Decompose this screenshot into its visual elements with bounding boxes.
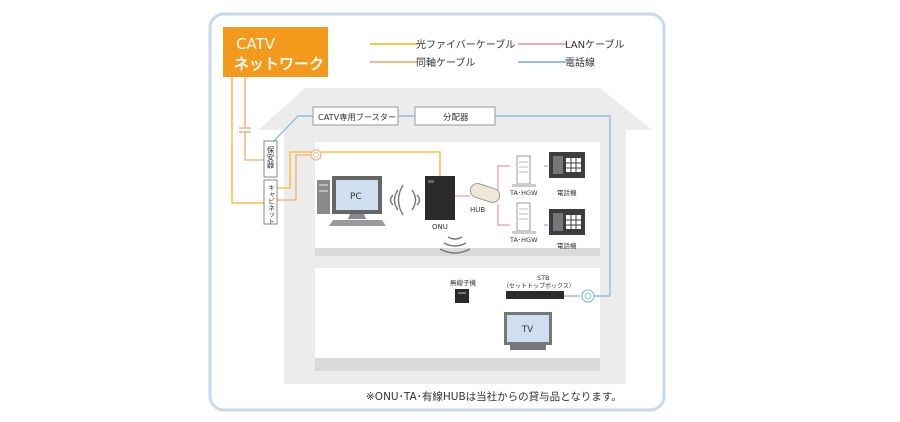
wireless-handset: 無線子機 [450,278,477,303]
legend-phone: 電話線 [565,56,595,69]
legend: 光ファイバーケーブル 同軸ケーブル LANケーブル 電話線 [370,38,625,69]
cabinet-label: キャビネット [267,184,275,225]
protector: 保安器 [263,140,278,178]
booster: CATV専用ブースター [312,106,399,126]
telephone-2: 電話機 [549,209,585,250]
tahgw-1: TA･HGW [509,155,538,197]
tv: TV [504,312,552,350]
cabinet: キャビネット [263,179,278,225]
telephone-1: 電話機 [549,152,585,197]
fiber-cables [231,77,441,204]
phone-2-label: 電話機 [557,241,577,250]
coax-outlet-lower [581,289,595,303]
hub: HUB [469,183,501,214]
pc-monitor: PC [329,176,386,226]
stb-label: STB [537,274,550,282]
pc-tower [317,180,330,214]
floor-lower [315,268,600,371]
phone-cables [269,115,611,297]
onu: ONU [425,176,455,231]
house [258,88,652,384]
legend-fiber: 光ファイバーケーブル [416,38,515,51]
protector-label: 保安器 [266,146,275,170]
splitter: 分配器 [414,106,496,126]
phone-1-label: 電話機 [557,188,577,197]
coax-cables [239,77,313,201]
pc-label: PC [350,192,362,202]
lan-cables [455,165,510,226]
tahgw-1-label: TA･HGW [509,189,538,197]
tahgw-2: TA･HGW [509,202,538,244]
tahgw-2-label: TA･HGW [509,236,538,244]
splitter-label: 分配器 [443,113,469,123]
booster-label: CATV専用ブースター [318,112,396,122]
stb: STB （セットトップボックス） [503,274,575,299]
legend-coax: 同軸ケーブル [416,56,475,69]
catv-network-box: CATV ネットワーク [223,27,328,77]
wifi-waves-onu [439,236,471,254]
onu-label: ONU [432,223,448,231]
coax-outlet-upper [310,149,322,161]
legend-lan: LANケーブル [565,38,625,51]
tv-label: TV [521,325,533,335]
network-line1: CATV [236,35,276,53]
hub-label: HUB [470,206,485,214]
wifi-waves-pc [389,184,421,216]
network-line2: ネットワーク [234,55,324,73]
wireless-label: 無線子機 [450,278,477,287]
footnote: ※ONU･TA･有線HUBは当社からの貸与品となります。 [366,390,622,403]
stb-sub-label: （セットトップボックス） [503,282,575,290]
